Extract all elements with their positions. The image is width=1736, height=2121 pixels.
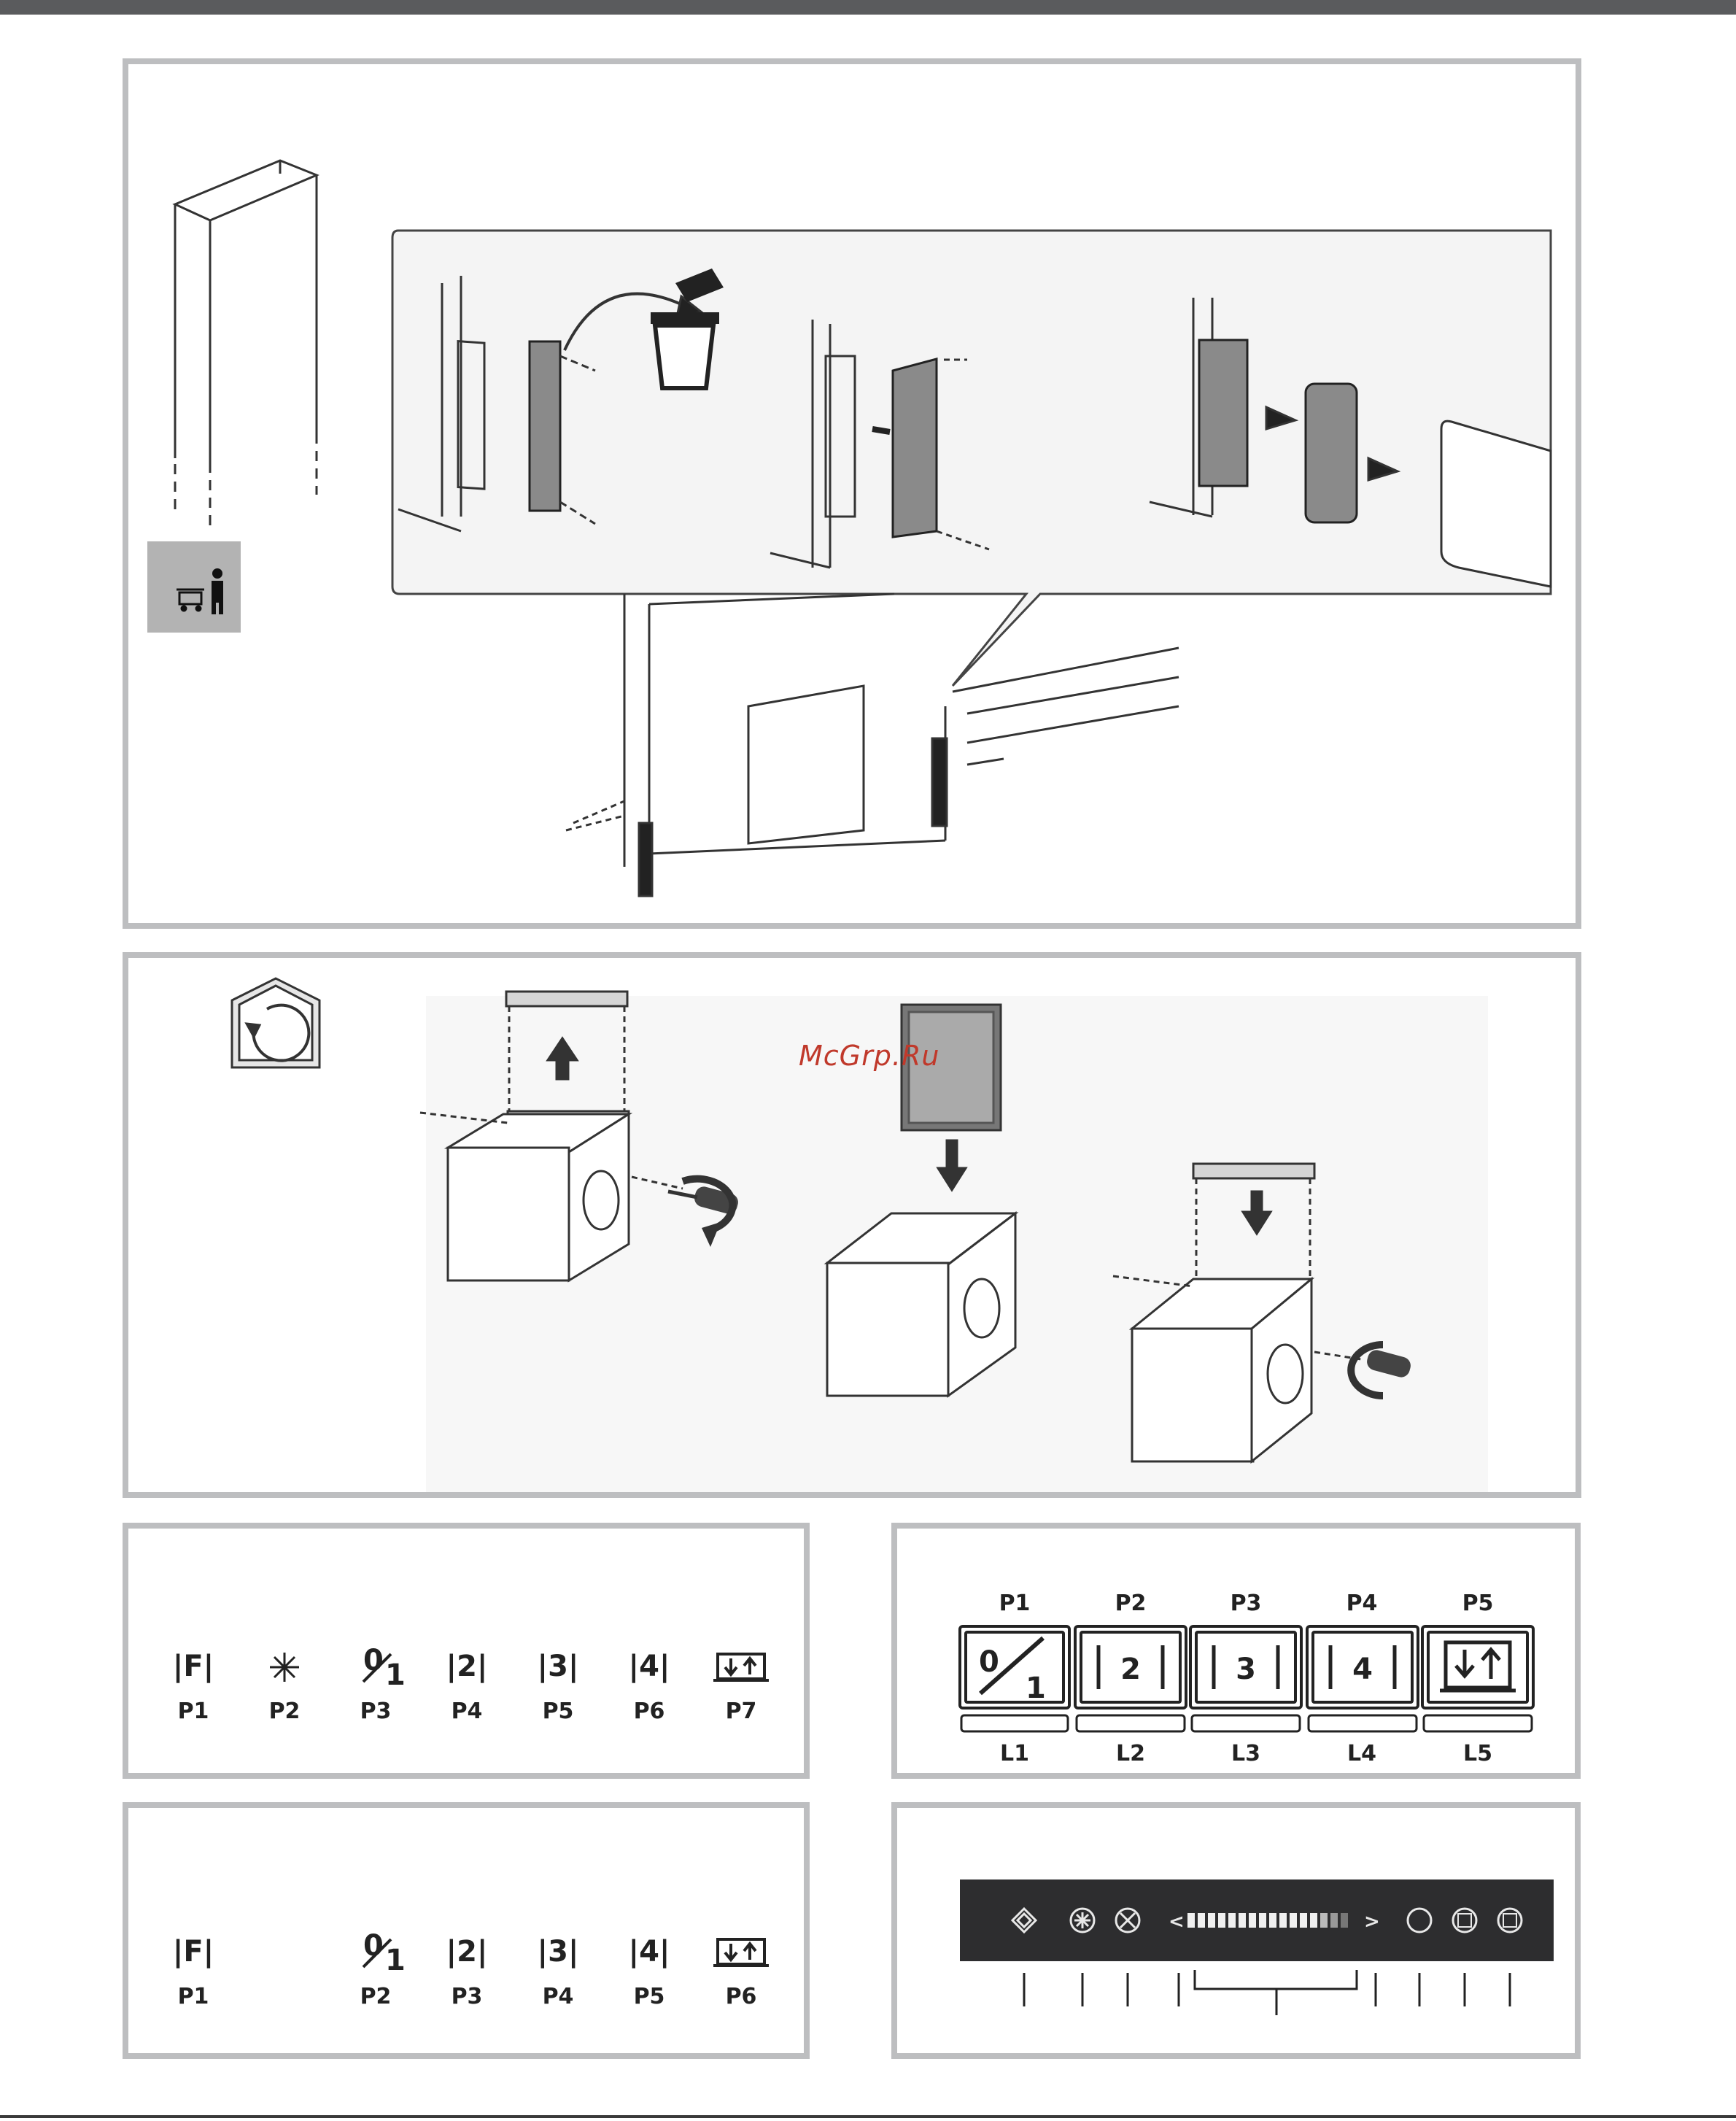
label-p5: P5 — [634, 1984, 665, 2009]
speed-2-symbol: 2 — [1120, 1653, 1141, 1686]
key-label-p5: P5 — [1462, 1591, 1494, 1616]
callout-lines — [1024, 1970, 1510, 2015]
chevron-right-icon[interactable]: > — [1364, 1911, 1380, 1933]
on-off-key-icon: 0 1 — [363, 1644, 406, 1692]
filter-key-icon: |F| — [173, 1935, 214, 1969]
led-l5 — [1424, 1715, 1532, 1731]
label-p4: P4 — [452, 1699, 483, 1724]
label-p6: P6 — [634, 1699, 665, 1724]
symbol-row: |F| 0 1 |2| |3| |4| — [173, 1929, 769, 1977]
led-label-l1: L1 — [1000, 1741, 1029, 1766]
speed-3-key-icon: |3| — [537, 1935, 578, 1969]
key-label-p1: P1 — [999, 1591, 1031, 1616]
speed-4-symbol: 4 — [1352, 1653, 1373, 1686]
svg-text:1: 1 — [385, 1944, 406, 1977]
panel-touch-display: < > — [891, 1802, 1581, 2059]
svg-text:1: 1 — [385, 1658, 406, 1692]
led-label-l4: L4 — [1347, 1741, 1376, 1766]
key-label-p2: P2 — [1115, 1591, 1147, 1616]
label-p7: P7 — [726, 1699, 757, 1724]
speed-4-key-icon: |4| — [628, 1935, 670, 1969]
filter-key-icon: |F| — [173, 1650, 214, 1684]
label-p1: P1 — [178, 1699, 209, 1724]
house-rotate-icon — [232, 978, 319, 1067]
wall-rail-drawing — [566, 594, 1179, 896]
label-p5: P5 — [543, 1699, 574, 1724]
touch-display-bar — [960, 1879, 1554, 1961]
on-off-key-icon: 0 1 — [363, 1929, 406, 1977]
bottom-rule — [0, 2115, 1736, 2118]
filter-replacement-illustration — [128, 958, 1576, 1492]
symbol-row: |F| 0 1 |2| |3| |4| — [173, 1644, 769, 1692]
label-p2: P2 — [269, 1699, 301, 1724]
key-label-p4: P4 — [1346, 1591, 1378, 1616]
label-p1: P1 — [178, 1984, 209, 2009]
boost-key-button[interactable] — [1422, 1626, 1533, 1708]
panel-filter-replacement — [123, 952, 1581, 1498]
panel-controls-keys: P1 P2 P3 P4 P5 0 1 2 3 — [891, 1523, 1581, 1779]
panel-controls-p6: |F| 0 1 |2| |3| |4| P1 P2 P3 P4 P5 P6 — [123, 1802, 810, 2059]
power-key-button[interactable] — [960, 1626, 1069, 1708]
duct-installation-illustration — [128, 64, 1576, 923]
led-label-l3: L3 — [1231, 1741, 1260, 1766]
speed-3-symbol: 3 — [1236, 1653, 1256, 1686]
boost-key-icon — [713, 1939, 769, 1966]
led-label-l2: L2 — [1116, 1741, 1145, 1766]
label-p4: P4 — [543, 1984, 574, 2009]
label-p2: P2 — [360, 1984, 392, 2009]
key-label-p3: P3 — [1231, 1591, 1262, 1616]
svg-text:1: 1 — [1026, 1672, 1046, 1705]
speed-3-key-icon: |3| — [537, 1650, 578, 1684]
led-l3 — [1192, 1715, 1300, 1731]
panel-duct-installation — [123, 58, 1581, 929]
panel-controls-p7: |F| 0 1 |2| |3| |4| P1 P2 P3 P4 — [123, 1523, 810, 1779]
top-bar — [0, 0, 1736, 15]
label-p6: P6 — [726, 1984, 757, 2009]
boost-key-icon — [713, 1654, 769, 1680]
snowflake-key-icon — [270, 1653, 299, 1682]
callout-bubble — [392, 231, 1551, 686]
watermark-text: McGrp.Ru — [799, 1040, 939, 1072]
top-label-row: P1 P2 P3 P4 P5 — [999, 1591, 1494, 1616]
shopping-cart-person-icon — [147, 541, 241, 633]
label-p3: P3 — [360, 1699, 392, 1724]
bottom-label-row: L1 L2 L3 L4 L5 — [1000, 1741, 1492, 1766]
speed-4-key-icon: |4| — [628, 1650, 670, 1684]
p-label-row: P1 P2 P3 P4 P5 P6 P7 — [178, 1699, 757, 1724]
chevron-left-icon[interactable]: < — [1169, 1911, 1185, 1933]
led-l1 — [961, 1715, 1068, 1731]
led-l2 — [1077, 1715, 1185, 1731]
led-label-l5: L5 — [1463, 1741, 1492, 1766]
p-label-row: P1 P2 P3 P4 P5 P6 — [178, 1984, 757, 2009]
speed-2-key-icon: |2| — [446, 1935, 487, 1969]
led-l4 — [1309, 1715, 1417, 1731]
speed-2-key-icon: |2| — [446, 1650, 487, 1684]
chimney-outline-drawing — [175, 161, 317, 531]
label-p3: P3 — [452, 1984, 483, 2009]
svg-text:0: 0 — [979, 1645, 999, 1679]
